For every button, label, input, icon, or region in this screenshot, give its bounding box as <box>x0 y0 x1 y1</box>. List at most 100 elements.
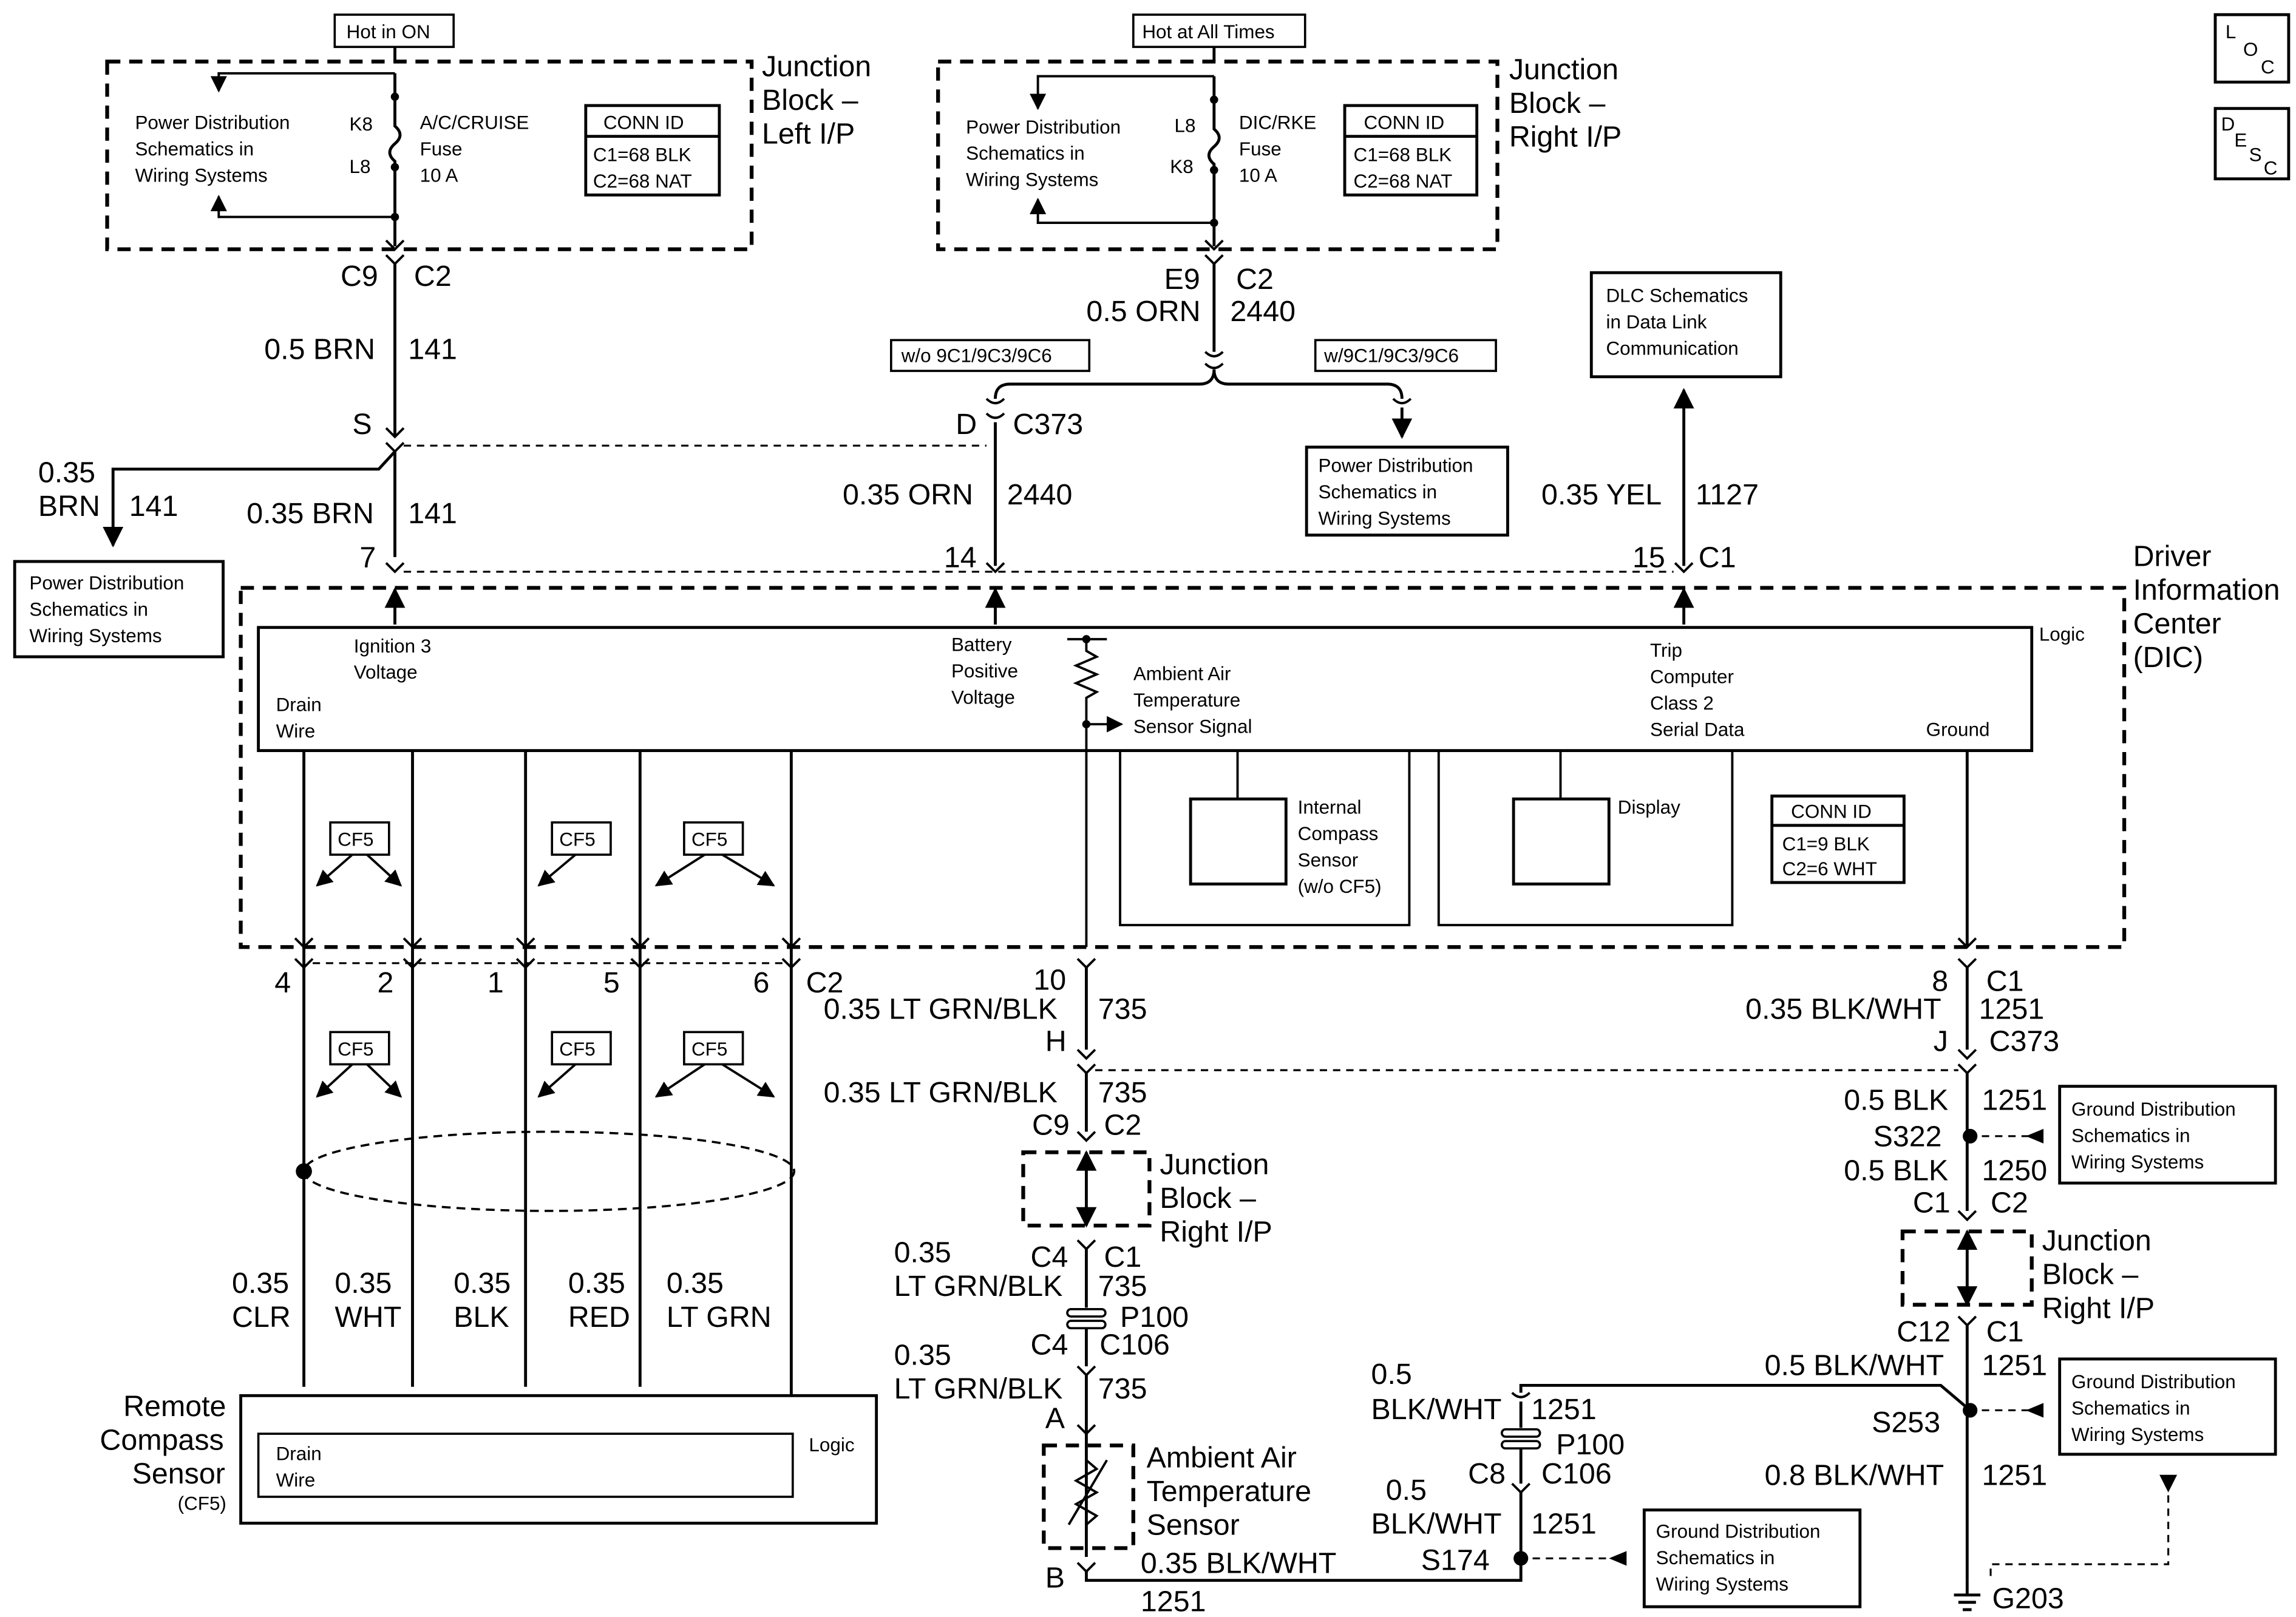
svg-text:0.35: 0.35 <box>894 1236 951 1269</box>
svg-text:Right I/P: Right I/P <box>1509 121 1622 154</box>
svg-text:C2=68 NAT: C2=68 NAT <box>593 171 692 192</box>
svg-text:BLK/WHT: BLK/WHT <box>1371 1393 1502 1426</box>
svg-text:8: 8 <box>1932 965 1948 998</box>
svg-text:C4: C4 <box>1031 1329 1068 1361</box>
svg-text:10 A: 10 A <box>420 165 458 186</box>
svg-text:1251: 1251 <box>1982 1083 2048 1116</box>
svg-text:S322: S322 <box>1873 1120 1942 1153</box>
svg-text:Schematics in: Schematics in <box>966 143 1085 164</box>
svg-text:4: 4 <box>274 966 291 999</box>
svg-text:Schematics in: Schematics in <box>1656 1547 1775 1568</box>
svg-text:Sensor Signal: Sensor Signal <box>1133 716 1252 737</box>
svg-text:Schematics in: Schematics in <box>1319 481 1438 503</box>
svg-text:735: 735 <box>1098 1372 1147 1405</box>
svg-text:Fuse: Fuse <box>1239 138 1282 160</box>
svg-text:BRN: BRN <box>38 490 100 523</box>
svg-text:LT GRN/BLK: LT GRN/BLK <box>894 1270 1063 1303</box>
svg-text:14: 14 <box>944 541 977 574</box>
svg-text:WHT: WHT <box>335 1301 401 1334</box>
svg-text:1251: 1251 <box>1141 1585 1206 1617</box>
svg-text:0.35: 0.35 <box>38 456 95 489</box>
svg-text:Voltage: Voltage <box>951 686 1015 708</box>
svg-text:BLK: BLK <box>453 1301 509 1334</box>
svg-text:L: L <box>2226 21 2236 42</box>
svg-text:0.5: 0.5 <box>1371 1358 1412 1391</box>
svg-text:RED: RED <box>568 1301 630 1334</box>
svg-text:0.5 BLK: 0.5 BLK <box>1844 1154 1948 1187</box>
svg-text:Ignition 3: Ignition 3 <box>354 636 432 657</box>
junction-block-left: Hot in ON Junction Block – Left I/P Powe… <box>105 13 871 251</box>
svg-text:1250: 1250 <box>1982 1154 2048 1187</box>
svg-text:C8: C8 <box>1468 1457 1506 1490</box>
svg-text:141: 141 <box>408 497 457 530</box>
svg-text:Temperature: Temperature <box>1147 1475 1311 1508</box>
svg-text:Fuse: Fuse <box>420 138 463 160</box>
svg-text:CF5: CF5 <box>691 829 727 850</box>
svg-text:Wiring Systems: Wiring Systems <box>135 165 267 186</box>
svg-text:BLK/WHT: BLK/WHT <box>1371 1507 1502 1540</box>
ground-circuit: 8 C1 0.35 BLK/WHT 1251 J C373 0.5 BLK 12… <box>1371 750 2277 1615</box>
svg-text:0.35: 0.35 <box>568 1267 625 1300</box>
hot-in-on-label: Hot in ON <box>347 21 430 42</box>
svg-text:Left I/P: Left I/P <box>762 118 855 151</box>
svg-text:L8: L8 <box>1175 115 1196 136</box>
svg-text:Ground Distribution: Ground Distribution <box>2071 1099 2236 1120</box>
svg-text:w/o 9C1/9C3/9C6: w/o 9C1/9C3/9C6 <box>901 345 1052 367</box>
svg-text:735: 735 <box>1098 1270 1147 1303</box>
svg-text:C2: C2 <box>1104 1108 1141 1141</box>
svg-text:(CF5): (CF5) <box>178 1493 226 1514</box>
svg-text:C1: C1 <box>1986 1315 2024 1348</box>
svg-text:Temperature: Temperature <box>1133 690 1240 711</box>
svg-text:in Data Link: in Data Link <box>1606 311 1707 333</box>
svg-text:Information: Information <box>2133 574 2280 606</box>
desc-icon[interactable]: D E S C <box>2213 107 2291 181</box>
junction-block-right: Hot at All Times Junction Block – Right … <box>936 13 1622 251</box>
svg-text:0.35: 0.35 <box>453 1267 511 1300</box>
svg-text:O: O <box>2243 39 2258 60</box>
svg-text:Sensor: Sensor <box>132 1457 225 1490</box>
svg-text:Ground Distribution: Ground Distribution <box>1656 1521 1821 1542</box>
hot-at-all-times-label: Hot at All Times <box>1142 21 1274 42</box>
svg-text:Center: Center <box>2133 607 2221 640</box>
svg-text:0.35 LT GRN/BLK: 0.35 LT GRN/BLK <box>824 1076 1058 1109</box>
svg-text:141: 141 <box>129 490 178 523</box>
svg-text:Compass: Compass <box>1298 823 1379 844</box>
svg-text:C1: C1 <box>1913 1186 1951 1219</box>
svg-text:0.5 BLK/WHT: 0.5 BLK/WHT <box>1765 1349 1944 1382</box>
svg-text:Power Distribution: Power Distribution <box>966 117 1121 138</box>
svg-text:S253: S253 <box>1872 1406 1940 1439</box>
svg-text:Wiring Systems: Wiring Systems <box>29 625 161 646</box>
svg-text:Block –: Block – <box>1509 87 1606 120</box>
svg-text:C9: C9 <box>1032 1108 1070 1141</box>
svg-text:0.35 BRN: 0.35 BRN <box>246 497 374 530</box>
svg-text:C: C <box>2261 56 2275 78</box>
svg-text:Ambient Air: Ambient Air <box>1133 663 1231 685</box>
svg-text:Drain: Drain <box>276 694 322 715</box>
loc-icon[interactable]: L O C <box>2213 13 2291 84</box>
svg-text:Communication: Communication <box>1606 338 1738 359</box>
svg-text:E: E <box>2234 130 2247 151</box>
svg-text:Sensor: Sensor <box>1298 849 1359 870</box>
svg-text:C1=68 BLK: C1=68 BLK <box>1354 144 1452 166</box>
svg-text:CLR: CLR <box>232 1301 291 1334</box>
svg-text:141: 141 <box>408 333 457 366</box>
svg-text:0.5 BRN: 0.5 BRN <box>264 333 375 366</box>
svg-text:E9: E9 <box>1164 263 1200 296</box>
svg-text:Trip: Trip <box>1650 640 1682 661</box>
svg-text:CONN ID: CONN ID <box>1364 112 1444 134</box>
svg-text:0.35: 0.35 <box>232 1267 289 1300</box>
ambient-air-temp-circuit: 10 0.35 LT GRN/BLK 735 H 0.35 LT GRN/BLK… <box>824 958 1958 1617</box>
svg-text:(DIC): (DIC) <box>2133 641 2203 674</box>
svg-text:1251: 1251 <box>1982 1459 2048 1492</box>
svg-text:Battery: Battery <box>951 634 1012 655</box>
svg-text:C1: C1 <box>1104 1241 1141 1273</box>
svg-text:Block –: Block – <box>1160 1182 1256 1215</box>
svg-text:Serial Data: Serial Data <box>1650 719 1745 740</box>
svg-text:10 A: 10 A <box>1239 165 1277 186</box>
svg-text:Internal: Internal <box>1298 796 1362 818</box>
svg-text:15: 15 <box>1632 541 1665 574</box>
svg-text:C1: C1 <box>1986 965 2024 998</box>
remote-compass-wiring: 4 2 1 5 6 C2 CF5 CF5 CF5 0.35 CLR 0.35 W… <box>100 750 878 1525</box>
svg-text:1127: 1127 <box>1696 478 1759 511</box>
